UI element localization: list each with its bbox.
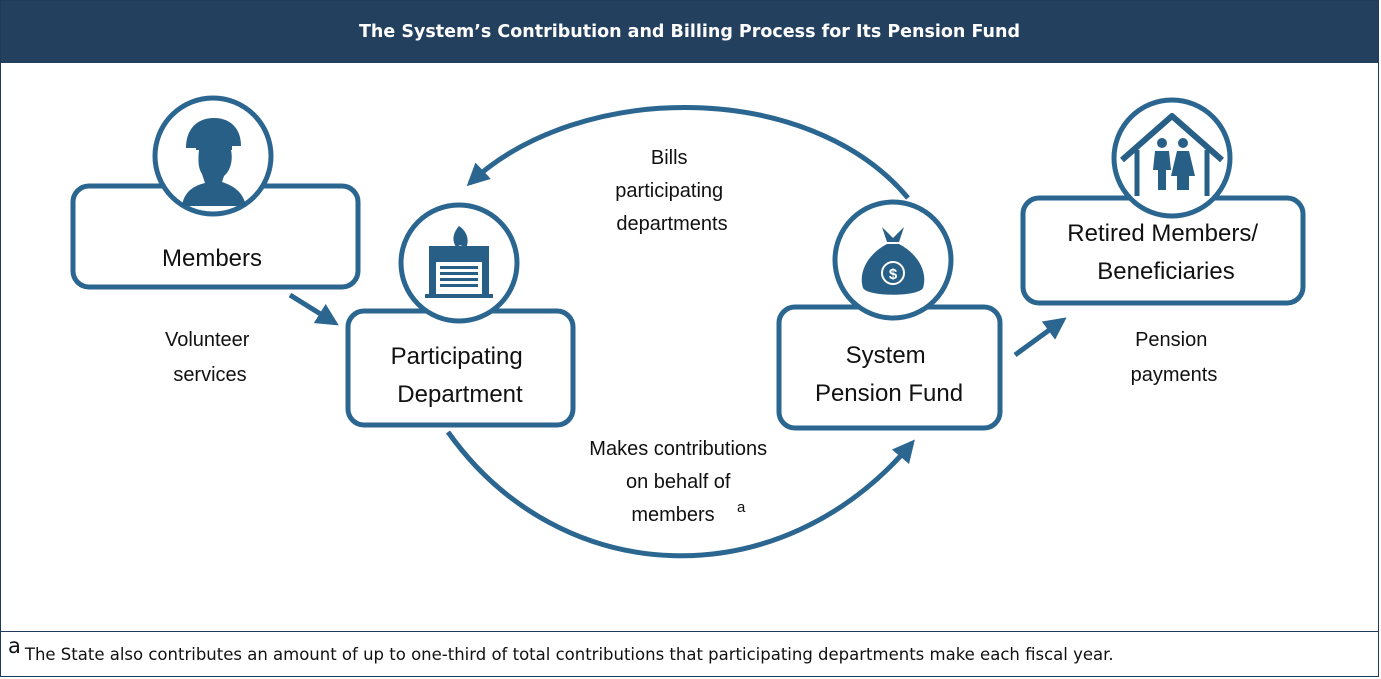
bills-label: Bills participating departments [615,147,728,235]
footnote-text: The State also contributes an amount of … [24,644,1114,664]
footnote: a The State also contributes an amount o… [8,633,1114,675]
svg-text:$: $ [889,266,898,283]
contributions-label: Makes contributions on behalf of members [589,438,772,526]
arrow-members-to-department [288,292,339,326]
pension-payments-label: Pension payments [1131,329,1218,386]
contributions-footnote-marker: a [737,499,746,516]
retired-members-label: Retired Members/ Beneficiaries [1067,220,1264,285]
figure-title: The System’s Contribution and Billing Pr… [1,1,1378,63]
system-pension-fund-node: $ System Pension Fund [776,199,1003,431]
retired-members-node: Retired Members/ Beneficiaries [1020,97,1306,306]
arrow-contributions-to-fund [445,430,915,559]
footnote-divider [0,631,1379,632]
money-bag-icon: $ [861,227,925,295]
members-label: Members [162,245,262,272]
volunteer-services-label: Volunteer services [165,329,255,386]
footnote-marker: a [8,634,21,658]
participating-department-label: Participating Department [391,343,530,408]
process-diagram: Members Participating Department $ [70,95,1306,559]
members-node: Members [70,95,361,290]
arrow-fund-to-retired [1013,317,1067,358]
system-pension-fund-label: System Pension Fund [815,342,963,407]
participating-department-node: Participating Department [345,202,576,428]
arrow-bills-to-department [466,105,910,200]
firefighter-icon [182,118,246,206]
fire-station-icon [425,226,493,298]
house-family-icon [1120,113,1224,196]
